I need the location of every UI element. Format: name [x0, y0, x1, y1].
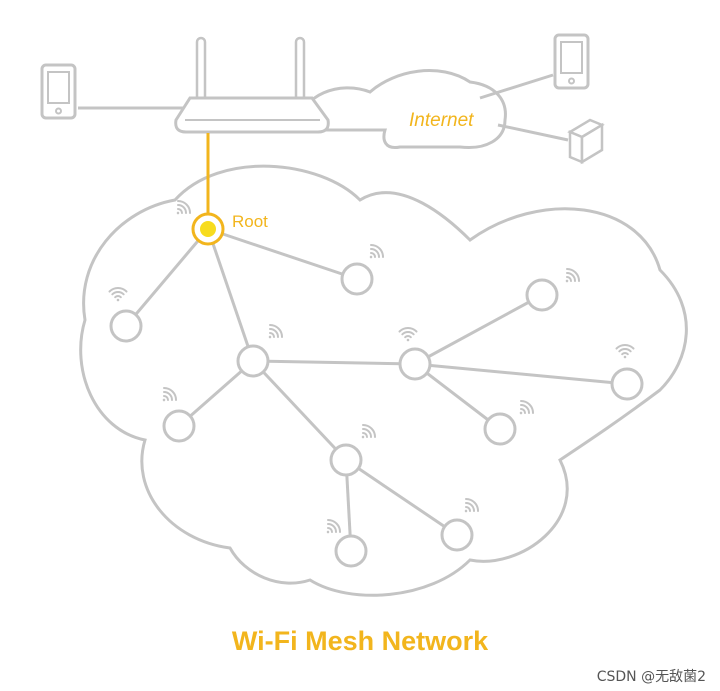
wifi-signal-icon	[108, 287, 128, 302]
mesh-nodes	[109, 262, 644, 568]
smartphone-icon	[40, 63, 77, 120]
mesh-node	[109, 309, 143, 343]
wifi-signal-icon	[565, 267, 581, 283]
watermark-text: CSDN @无敌菌2	[597, 669, 706, 685]
internet-label: Internet	[409, 110, 474, 131]
mesh-cloud-outline	[79, 164, 688, 597]
mesh-node	[334, 534, 368, 568]
wifi-signal-icon	[326, 518, 342, 534]
wifi-signal-icon	[464, 497, 480, 513]
mesh-node	[398, 347, 432, 381]
mesh-node	[329, 443, 363, 477]
internet-cloud	[298, 69, 507, 150]
wifi-signal-icon	[361, 423, 377, 439]
network-device-icon	[567, 118, 605, 165]
mesh-node	[483, 412, 517, 446]
root-node	[191, 212, 225, 246]
wifi-signal-icon	[268, 323, 284, 339]
root-label: Root	[232, 212, 268, 231]
wifi-signal-icon	[369, 243, 385, 259]
wifi-signal-icon	[162, 386, 178, 402]
router-icon	[174, 36, 330, 134]
internet-to-phone-link	[479, 73, 554, 100]
mesh-node	[236, 344, 270, 378]
mesh-node	[525, 278, 559, 312]
wifi-signal-icon	[398, 327, 418, 342]
internet-to-device-link	[497, 123, 569, 142]
mesh-node	[340, 262, 374, 296]
diagram-title: Wi-Fi Mesh Network	[232, 626, 489, 656]
mesh-node	[162, 409, 196, 443]
wifi-signal-icon	[176, 199, 192, 215]
mesh-node	[440, 518, 474, 552]
wifi-signal-icon	[519, 399, 535, 415]
smartphone-icon	[553, 33, 590, 90]
wifi-signal-icon	[615, 344, 635, 359]
mesh-links	[124, 227, 628, 552]
mesh-node	[610, 367, 644, 401]
